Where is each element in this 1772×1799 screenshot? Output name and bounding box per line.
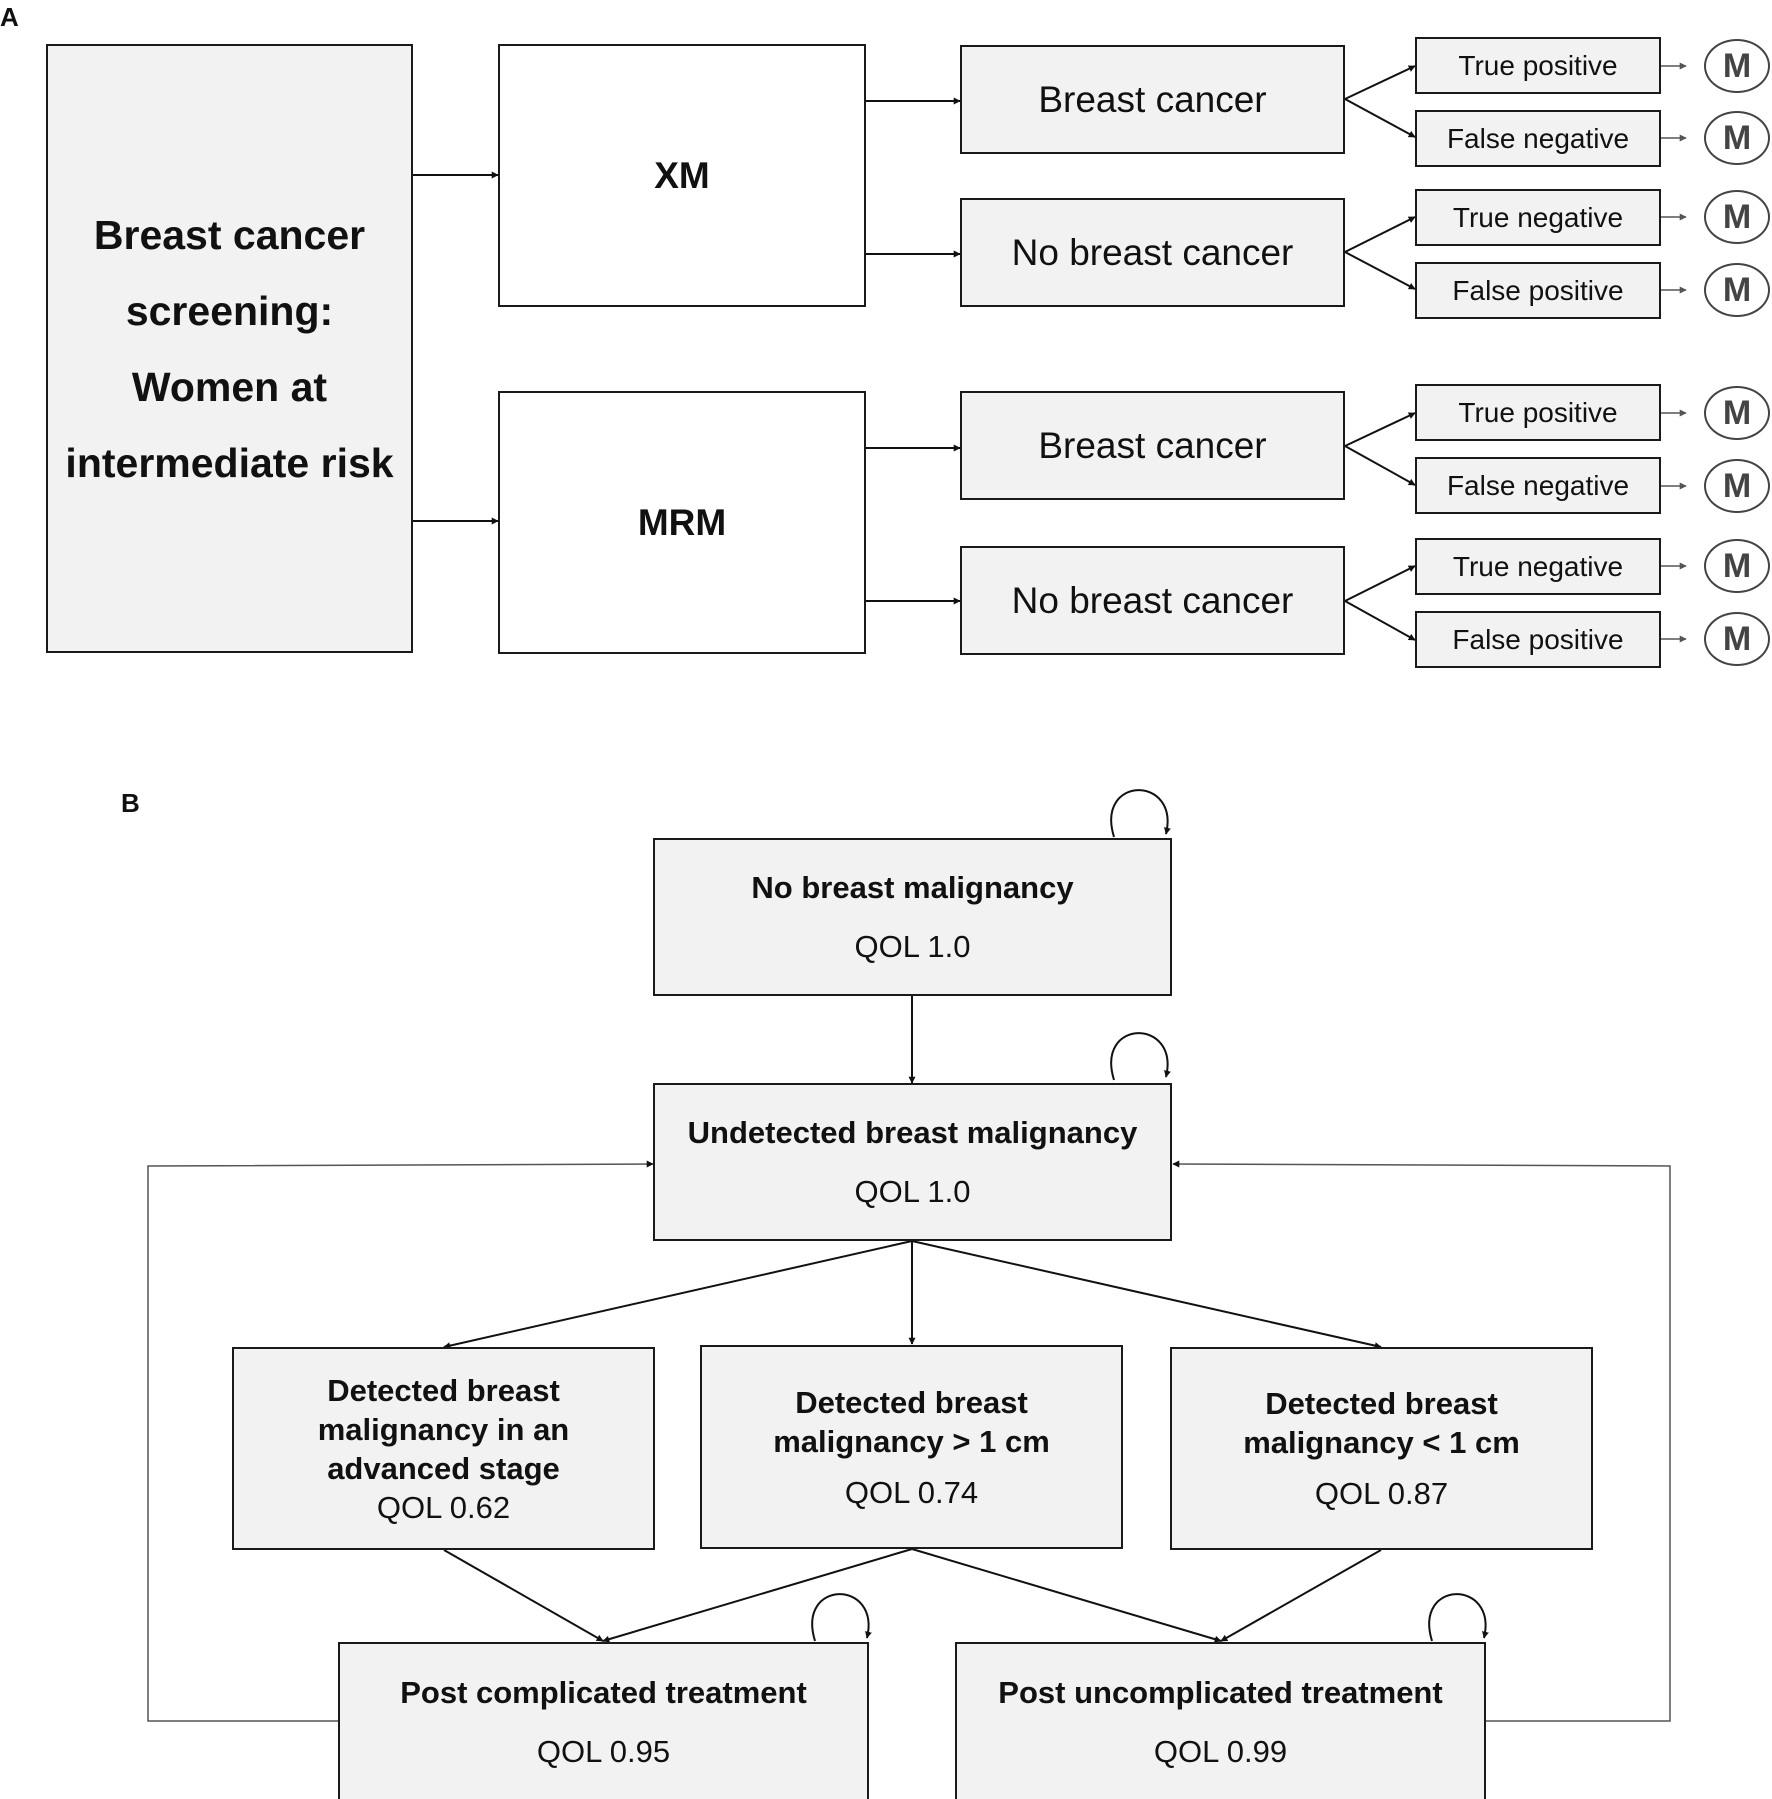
markov-node-1: M bbox=[1704, 39, 1770, 93]
state-qol: QOL 0.74 bbox=[844, 1474, 979, 1510]
arrow-mrm-nocancer-tn bbox=[1344, 565, 1416, 602]
population-line-3: Women at bbox=[131, 363, 328, 410]
outcome-mrm-false-positive: False positive bbox=[1415, 611, 1661, 668]
outcome-label: True positive bbox=[1458, 49, 1618, 81]
self-loop-post-complicated bbox=[811, 1593, 872, 1642]
state-qol: QOL 0.99 bbox=[1153, 1733, 1288, 1769]
state-post-complicated: Post complicated treatment QOL 0.95 bbox=[338, 1642, 869, 1799]
condition-box-mrm-no-cancer: No breast cancer bbox=[960, 546, 1345, 655]
state-title-line-2: malignancy > 1 cm bbox=[773, 1423, 1050, 1459]
arrow-xm-cancer-tp bbox=[1344, 65, 1416, 100]
state-title: No breast malignancy bbox=[751, 870, 1074, 905]
state-qol: QOL 0.62 bbox=[376, 1489, 511, 1525]
condition-box-xm-cancer: Breast cancer bbox=[960, 45, 1345, 154]
outcome-xm-true-negative: True negative bbox=[1415, 189, 1661, 246]
state-qol: QOL 0.87 bbox=[1314, 1476, 1449, 1511]
state-advanced-stage: Detected breast malignancy in an advance… bbox=[232, 1347, 655, 1550]
condition-label-mrm-cancer: Breast cancer bbox=[1038, 424, 1267, 466]
markov-node-8: M bbox=[1704, 612, 1770, 666]
state-over-1cm: Detected breast malignancy > 1 cm QOL 0.… bbox=[700, 1345, 1123, 1549]
markov-node-2: M bbox=[1704, 111, 1770, 165]
arrow-xm-nocancer-tn bbox=[1344, 216, 1416, 253]
condition-label-xm-no-cancer: No breast cancer bbox=[1011, 231, 1294, 273]
outcome-mrm-true-negative: True negative bbox=[1415, 538, 1661, 595]
strategy-label-xm: XM bbox=[654, 154, 710, 196]
state-title-line-1: Detected breast bbox=[1265, 1386, 1498, 1421]
strategy-box-mrm: MRM bbox=[498, 391, 866, 654]
state-qol: QOL 1.0 bbox=[854, 929, 971, 964]
state-title-line-2: malignancy in an bbox=[317, 1411, 570, 1447]
arrow-undetected-to-advanced bbox=[443, 1240, 913, 1350]
return-path-post-complicated bbox=[147, 1160, 654, 1722]
outcome-xm-false-positive: False positive bbox=[1415, 262, 1661, 319]
self-loop-post-uncomplicated bbox=[1428, 1593, 1489, 1642]
arrow-over1cm-to-post-uncomplicated bbox=[911, 1548, 1222, 1643]
self-loop-no-malignancy bbox=[1110, 789, 1171, 838]
state-under-1cm: Detected breast malignancy < 1 cm QOL 0.… bbox=[1170, 1347, 1593, 1550]
markov-node-3: M bbox=[1704, 190, 1770, 244]
outcome-mrm-true-positive: True positive bbox=[1415, 384, 1661, 441]
outcome-label: True positive bbox=[1458, 396, 1618, 428]
outcome-label: False positive bbox=[1452, 274, 1624, 306]
population-box: Breast cancer screening: Women at interm… bbox=[46, 44, 413, 653]
condition-label-mrm-no-cancer: No breast cancer bbox=[1011, 579, 1294, 621]
state-title-line-2: malignancy < 1 cm bbox=[1243, 1425, 1520, 1460]
outcome-xm-true-positive: True positive bbox=[1415, 37, 1661, 94]
markov-node-4: M bbox=[1704, 263, 1770, 317]
state-title: Post complicated treatment bbox=[400, 1674, 807, 1710]
population-line-1: Breast cancer bbox=[93, 211, 366, 258]
markov-node-6: M bbox=[1704, 459, 1770, 513]
state-post-uncomplicated: Post uncomplicated treatment QOL 0.99 bbox=[955, 1642, 1486, 1799]
outcome-mrm-false-negative: False negative bbox=[1415, 457, 1661, 514]
markov-node-5: M bbox=[1704, 386, 1770, 440]
strategy-label-mrm: MRM bbox=[637, 501, 727, 543]
state-qol: QOL 0.95 bbox=[536, 1733, 671, 1769]
state-title-line-1: Detected breast bbox=[795, 1384, 1028, 1420]
strategy-box-xm: XM bbox=[498, 44, 866, 307]
population-line-4: intermediate risk bbox=[65, 439, 394, 486]
self-loop-undetected bbox=[1110, 1032, 1171, 1081]
condition-label-xm-cancer: Breast cancer bbox=[1038, 78, 1267, 120]
state-title-line-1: Detected breast bbox=[327, 1372, 560, 1408]
arrow-advanced-to-post-complicated bbox=[443, 1549, 604, 1642]
arrow-mrm-cancer-fn bbox=[1344, 445, 1416, 486]
arrow-undetected-to-under1cm bbox=[911, 1240, 1382, 1350]
arrow-mrm-cancer-tp bbox=[1344, 412, 1416, 447]
outcome-label: False positive bbox=[1452, 623, 1624, 655]
markov-node-7: M bbox=[1704, 539, 1770, 593]
state-title: Post uncomplicated treatment bbox=[998, 1674, 1443, 1710]
state-qol: QOL 1.0 bbox=[854, 1174, 971, 1209]
panel-a-label: A bbox=[0, 2, 19, 32]
panel-b-label: B bbox=[121, 788, 140, 818]
condition-box-xm-no-cancer: No breast cancer bbox=[960, 198, 1345, 307]
arrow-mrm-nocancer-fp bbox=[1344, 600, 1416, 641]
outcome-label: False negative bbox=[1446, 122, 1630, 154]
outcome-xm-false-negative: False negative bbox=[1415, 110, 1661, 167]
arrow-xm-cancer-fn bbox=[1344, 98, 1416, 138]
arrow-under1cm-to-post-uncomplicated bbox=[1220, 1549, 1382, 1642]
condition-box-mrm-cancer: Breast cancer bbox=[960, 391, 1345, 500]
state-undetected: Undetected breast malignancy QOL 1.0 bbox=[653, 1083, 1172, 1241]
outcome-label: True negative bbox=[1452, 550, 1624, 582]
state-title-line-3: advanced stage bbox=[327, 1450, 560, 1486]
population-line-2: screening: bbox=[125, 287, 334, 334]
arrow-xm-nocancer-fp bbox=[1344, 251, 1416, 290]
outcome-label: True negative bbox=[1452, 201, 1624, 233]
state-title: Undetected breast malignancy bbox=[687, 1115, 1138, 1150]
outcome-label: False negative bbox=[1446, 469, 1630, 501]
state-no-malignancy: No breast malignancy QOL 1.0 bbox=[653, 838, 1172, 996]
arrow-over1cm-to-post-complicated bbox=[602, 1548, 913, 1643]
return-path-post-uncomplicated bbox=[1172, 1160, 1671, 1722]
